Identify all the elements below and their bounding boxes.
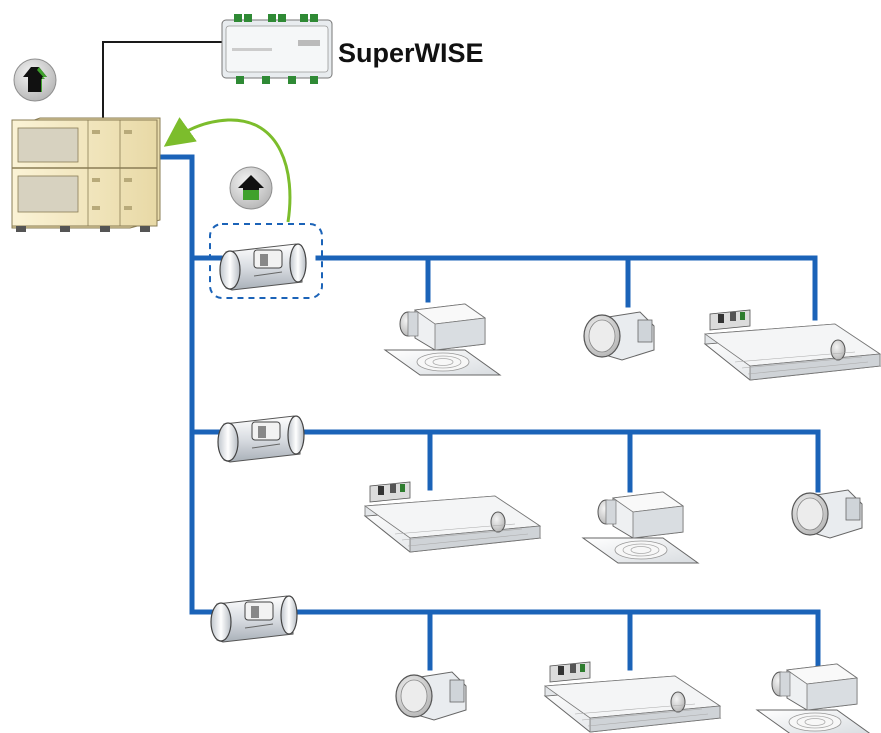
branch-3-cassette-unit — [756, 663, 873, 733]
branch-1-cassette-unit — [384, 303, 501, 376]
controller-cable — [102, 41, 222, 118]
branch-3-beam-unit — [544, 661, 721, 733]
zone-damper-2 — [217, 415, 305, 463]
superwise-controller-unit — [221, 14, 333, 84]
damper-highlight-box — [209, 223, 323, 299]
ahu-fan-control-icon — [13, 58, 57, 102]
air-handling-unit — [11, 117, 161, 232]
controller-title: SuperWISE — [338, 38, 484, 68]
branch-1-beam-unit — [704, 309, 881, 381]
branch-duct-2 — [189, 429, 821, 493]
branch-2-cassette-unit — [582, 491, 699, 564]
zone-damper-1 — [219, 243, 307, 291]
branch-1-round-unit — [583, 311, 655, 361]
branch-duct-1 — [189, 255, 818, 321]
control-signal-arrow — [163, 117, 292, 223]
damper-control-icon — [229, 166, 273, 210]
branch-2-beam-unit — [364, 481, 541, 553]
branch-3-round-unit — [395, 671, 467, 721]
zone-damper-3 — [210, 595, 298, 643]
branch-2-round-unit — [791, 489, 863, 539]
duct-network — [157, 154, 821, 671]
